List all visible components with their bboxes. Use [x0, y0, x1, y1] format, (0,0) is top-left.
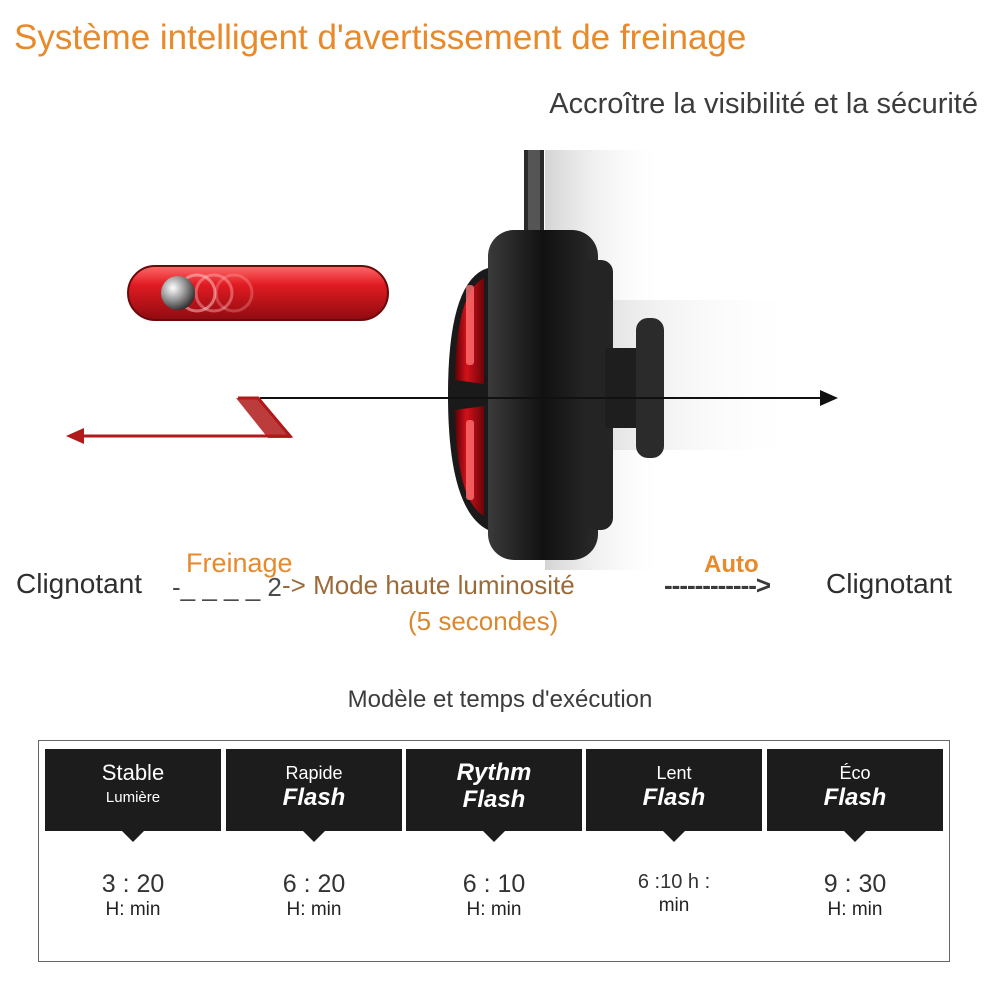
mode-runtime: 9 : 30 H: min: [766, 869, 944, 921]
runtime-unit: H: min: [105, 899, 161, 920]
page-subtitle: Accroître la visibilité et la sécurité: [549, 88, 978, 120]
runtime-value: 6 :10 h :: [637, 871, 711, 893]
mode-type: Flash: [642, 784, 706, 811]
runtime-unit: H: min: [286, 899, 342, 920]
runtime-unit: H: min: [827, 899, 883, 920]
runtime-unit: min: [658, 895, 690, 916]
flow-end-label: Clignotant: [826, 568, 953, 599]
mode-name: Rythm: [456, 759, 532, 786]
mode-lent: Lent Flash: [586, 749, 762, 842]
mode-type: Lumière: [105, 789, 161, 806]
forward-arrow: [260, 390, 838, 406]
runtime-unit: H: min: [466, 899, 522, 920]
runtime-value: 6 : 20: [282, 870, 346, 898]
flow-start-label: Clignotant: [16, 568, 143, 599]
page-title: Système intelligent d'avertissement de f…: [14, 18, 747, 57]
runtime-value: 3 : 20: [101, 870, 165, 898]
mode-runtime: 3 : 20 H: min: [44, 869, 222, 921]
mode-name: Rapide: [285, 763, 343, 783]
flow-dash-right: ------------>: [664, 570, 771, 600]
mode-type: Flash: [282, 784, 346, 811]
mode-eco: Éco Flash: [767, 749, 943, 842]
mode-stable: Stable Lumière: [45, 749, 221, 842]
flow-dash-left: -_ _ _ _ 2: [172, 572, 282, 602]
runtime-value: 9 : 30: [823, 870, 887, 898]
mode-name: Éco: [839, 763, 871, 783]
flow-high-brightness-label: -> Mode haute luminosité: [282, 570, 575, 600]
brake-light-illustration: [66, 150, 838, 570]
flow-brake-label: Freinage: [186, 548, 293, 578]
mode-type: Flash: [823, 784, 887, 811]
mode-runtime: 6 :10 h : min: [585, 869, 763, 917]
brake-arrow-icon: [66, 396, 294, 444]
modes-table: Stable Lumière Rapide Flash Rythm Flash …: [38, 740, 950, 962]
modes-caption: Modèle et temps d'exécution: [347, 686, 653, 713]
mode-rythm: Rythm Flash: [406, 749, 582, 842]
mode-name: Lent: [656, 763, 692, 783]
mode-rapide: Rapide Flash: [226, 749, 402, 842]
mode-runtime: 6 : 20 H: min: [225, 869, 403, 921]
flow-duration-label: (5 secondes): [408, 606, 559, 636]
mode-type: Flash: [462, 786, 526, 813]
mode-name: Stable: [101, 760, 165, 785]
flow-auto-label: Auto: [704, 551, 759, 578]
runtime-value: 6 : 10: [462, 870, 526, 898]
motion-sensor-icon: [127, 265, 389, 321]
mode-runtime: 6 : 10 H: min: [405, 869, 583, 921]
